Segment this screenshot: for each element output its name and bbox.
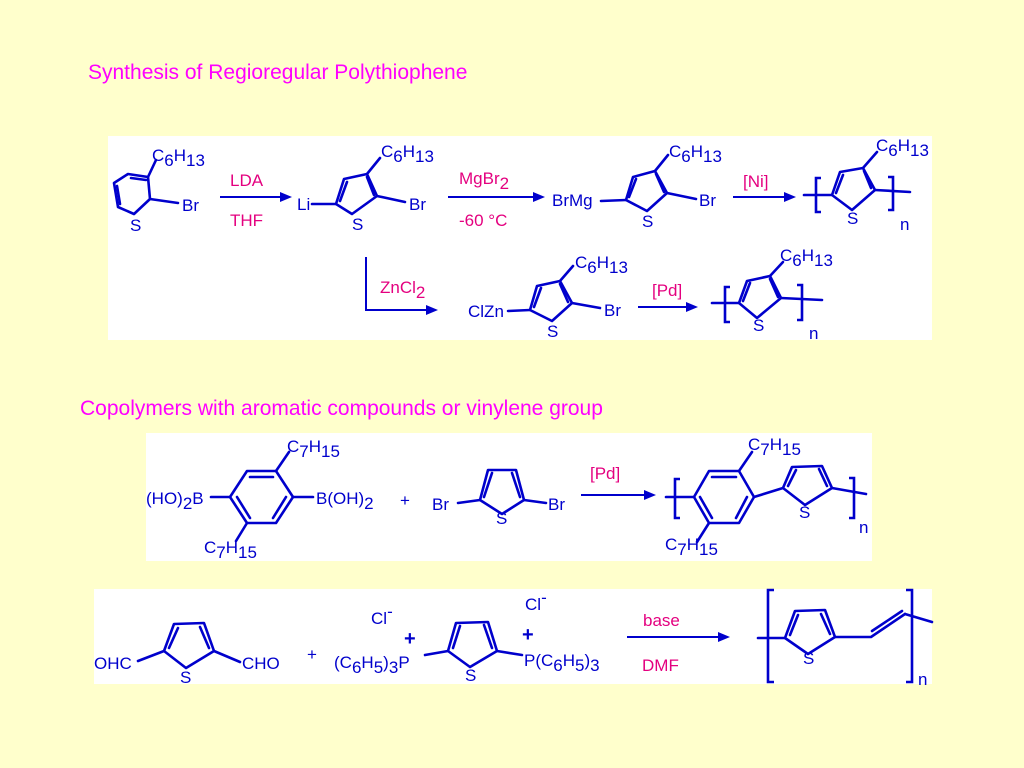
copolymer-vinylene-panel bbox=[94, 589, 932, 684]
heptyl-label: C7H15 bbox=[287, 437, 340, 461]
molecule-organozinc-thiophene: ClZn S Br C6H13 bbox=[468, 253, 628, 341]
hexyl-label: C6H13 bbox=[381, 142, 434, 166]
sulfur-label: S bbox=[130, 216, 141, 235]
bromo-label: Br bbox=[604, 301, 621, 320]
lithium-label: Li bbox=[297, 195, 310, 214]
bromo-label: Br bbox=[432, 495, 449, 514]
reagent-lda: LDA bbox=[230, 171, 264, 190]
molecule-thiophene-dicarbaldehyde: OHC S CHO bbox=[94, 621, 280, 687]
regioregular-scheme-panel bbox=[108, 136, 932, 340]
repeat-unit-n: n bbox=[809, 324, 818, 343]
sulfur-label: S bbox=[799, 503, 810, 522]
reaction-arrow-pd-suzuki: [Pd] bbox=[581, 464, 656, 500]
reagent-zncl2: ZnCl2 bbox=[380, 278, 425, 302]
molecule-2-5-dibromothiophene: Br S Br bbox=[432, 468, 565, 528]
sulfur-label: S bbox=[547, 322, 558, 341]
solvent-dmf: DMF bbox=[642, 656, 679, 675]
repeat-unit-n: n bbox=[900, 215, 909, 234]
repeat-unit-n: n bbox=[918, 670, 927, 689]
molecule-thiophene-bisphosphonium: Cl- + (C6H5)3P S Cl- + P(C6H5)3 bbox=[334, 588, 600, 685]
sulfur-label: S bbox=[642, 212, 653, 231]
phosphonium-charge-right: + bbox=[522, 624, 534, 646]
reagent-mgbr2: MgBr2 bbox=[459, 169, 509, 193]
bromo-label: Br bbox=[548, 495, 565, 514]
catalyst-ni: [Ni] bbox=[743, 172, 769, 191]
catalyst-pd: [Pd] bbox=[652, 281, 682, 300]
hexyl-label: C6H13 bbox=[575, 253, 628, 277]
bromo-label: Br bbox=[182, 196, 199, 215]
chloride-left: Cl- bbox=[371, 602, 393, 628]
bromo-label: Br bbox=[409, 195, 426, 214]
temperature-label: -60 °C bbox=[459, 211, 507, 230]
sulfur-label: S bbox=[496, 509, 507, 528]
bromo-label: Br bbox=[699, 191, 716, 210]
reaction-arrow-zncl2: ZnCl2 bbox=[365, 257, 438, 315]
chlorozinc-label: ClZn bbox=[468, 302, 504, 321]
reagent-base: base bbox=[643, 611, 680, 630]
bromomagnesio-label: BrMg bbox=[552, 191, 593, 210]
triphenylphosphonium-left: (C6H5)3P bbox=[334, 653, 410, 677]
hexyl-label: C6H13 bbox=[669, 142, 722, 166]
polymer-p3ht-pd: S n C6H13 bbox=[710, 246, 833, 343]
phosphonium-charge-left: + bbox=[404, 628, 416, 650]
scheme-title-copolymers: Copolymers with aromatic compounds or vi… bbox=[80, 397, 603, 420]
polymer-thienylene-vinylene: S n bbox=[756, 588, 934, 689]
heptyl-label: C7H15 bbox=[665, 535, 718, 559]
reaction-arrow-base: base DMF bbox=[627, 611, 730, 675]
catalyst-pd: [Pd] bbox=[590, 464, 620, 483]
polymer-p3ht-ni: S n C6H13 bbox=[802, 136, 929, 234]
solvent-thf: THF bbox=[230, 211, 263, 230]
hexyl-label: C6H13 bbox=[876, 136, 929, 160]
formyl-left: OHC bbox=[94, 654, 132, 673]
reaction-arrow-pd: [Pd] bbox=[638, 281, 698, 312]
polymer-phenylene-thiophene: S n C7H15 C7H15 bbox=[664, 435, 868, 559]
heptyl-label: C7H15 bbox=[748, 435, 801, 459]
formyl-right: CHO bbox=[242, 654, 280, 673]
molecule-dialkyl-benzene-diboronic-acid: (HO)2B B(OH)2 C7H15 C7H15 bbox=[146, 437, 374, 562]
repeat-unit-n: n bbox=[859, 518, 868, 537]
sulfur-label: S bbox=[847, 209, 858, 228]
scheme-title-regioregular: Synthesis of Regioregular Polythiophene bbox=[88, 61, 468, 84]
reaction-arrow-ni: [Ni] bbox=[733, 172, 796, 202]
sulfur-label: S bbox=[753, 316, 764, 335]
molecule-grignard-thiophene: BrMg S Br C6H13 bbox=[552, 142, 722, 231]
sulfur-label: S bbox=[352, 215, 363, 234]
boronic-acid-right: B(OH)2 bbox=[316, 489, 374, 513]
plus-sign: + bbox=[400, 491, 410, 510]
sulfur-label: S bbox=[465, 666, 476, 685]
sulfur-label: S bbox=[803, 649, 814, 668]
reaction-arrow-lda: LDA THF bbox=[220, 171, 292, 230]
boronic-acid-left: (HO)2B bbox=[146, 489, 204, 513]
plus-sign: + bbox=[307, 645, 317, 664]
molecule-2-lithio-thiophene: Li S Br C6H13 bbox=[297, 142, 434, 234]
triphenylphosphonium-right: P(C6H5)3 bbox=[524, 651, 600, 675]
molecule-3-hexyl-2-bromothiophene: S Br C6H13 bbox=[112, 146, 205, 235]
hexyl-label: C6H13 bbox=[780, 246, 833, 270]
heptyl-label: C7H15 bbox=[204, 538, 257, 562]
sulfur-label: S bbox=[180, 668, 191, 687]
hexyl-label: C6H13 bbox=[152, 146, 205, 170]
chloride-right: Cl- bbox=[525, 588, 547, 614]
reaction-arrow-mgbr2: MgBr2 -60 °C bbox=[448, 169, 545, 230]
